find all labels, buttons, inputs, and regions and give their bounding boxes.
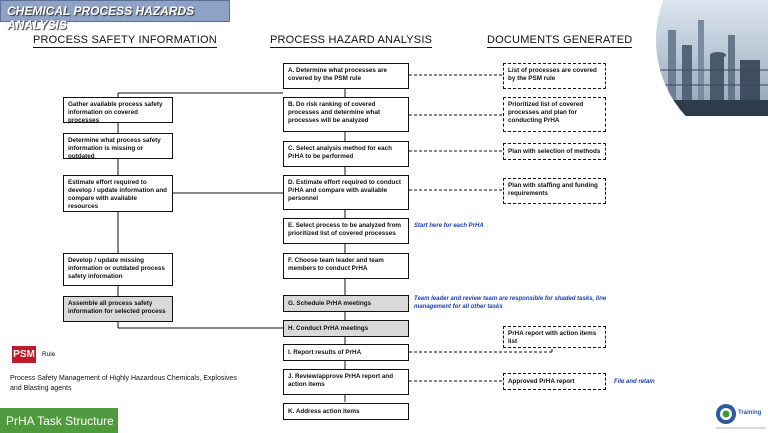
pha-box-d: D. Estimate effort required to conduct P… xyxy=(283,175,409,210)
pha-box-j: J. Review/approve PrHA report and action… xyxy=(283,369,409,395)
company-logo: Training xyxy=(716,404,766,429)
doc-box-list: List of processes are covered by the PSM… xyxy=(503,63,606,89)
chemical-plant-image xyxy=(656,0,768,116)
psi-box-estimate: Estimate effort required to develop / up… xyxy=(63,175,173,212)
pha-box-i: I. Report results of PrHA xyxy=(283,344,409,361)
pha-box-f: F. Choose team leader and team members t… xyxy=(283,253,409,279)
note-start: Start here for each PrHA xyxy=(414,223,484,229)
doc-box-staffing: Plan with staffing and funding requireme… xyxy=(503,178,606,204)
psm-rule-label: Rule xyxy=(42,351,56,358)
psi-box-determine: Determine what process safety informatio… xyxy=(63,133,173,160)
note-team: Team leader and review team are responsi… xyxy=(414,296,607,310)
pha-box-c: C. Select analysis method for each PrHA … xyxy=(283,141,409,167)
pha-box-k: K. Address action items xyxy=(283,403,409,420)
footer-tag: PrHA Task Structure xyxy=(0,408,118,433)
psm-description: Process Safety Management of Highly Haza… xyxy=(10,375,237,392)
pha-box-h: H. Conduct PrHA meetings xyxy=(283,320,409,337)
psm-badge: PSM xyxy=(12,346,36,363)
doc-box-approved: Approved PrHA report xyxy=(503,373,606,390)
column-heading-pha: PROCESS HAZARD ANALYSIS xyxy=(270,34,433,48)
psi-box-develop: Develop / update missing information or … xyxy=(63,253,173,286)
psi-box-gather: Gather available process safety informat… xyxy=(63,97,173,124)
column-heading-psi: PROCESS SAFETY INFORMATION xyxy=(33,34,217,48)
title-banner: CHEMICAL PROCESS HAZARDS ANALYSIS xyxy=(0,0,230,32)
pha-box-g: G. Schedule PrHA meetings xyxy=(283,295,409,312)
doc-box-methods: Plan with selection of methods xyxy=(503,143,606,160)
logo-text: Training xyxy=(738,410,762,416)
psi-box-assemble: Assemble all process safety information … xyxy=(63,296,173,322)
pha-box-e: E. Select process to be analyzed from pr… xyxy=(283,218,409,244)
note-file: File and retain xyxy=(614,379,655,385)
column-heading-docs: DOCUMENTS GENERATED xyxy=(487,34,633,48)
doc-box-report: PrHA report with action items list xyxy=(503,326,606,348)
doc-box-prioritized: Prioritized list of covered processes an… xyxy=(503,97,606,132)
pha-box-a: A. Determine what processes are covered … xyxy=(283,63,409,89)
pha-box-b: B. Do risk ranking of covered processes … xyxy=(283,97,409,132)
page-title: CHEMICAL PROCESS HAZARDS ANALYSIS xyxy=(7,4,195,32)
